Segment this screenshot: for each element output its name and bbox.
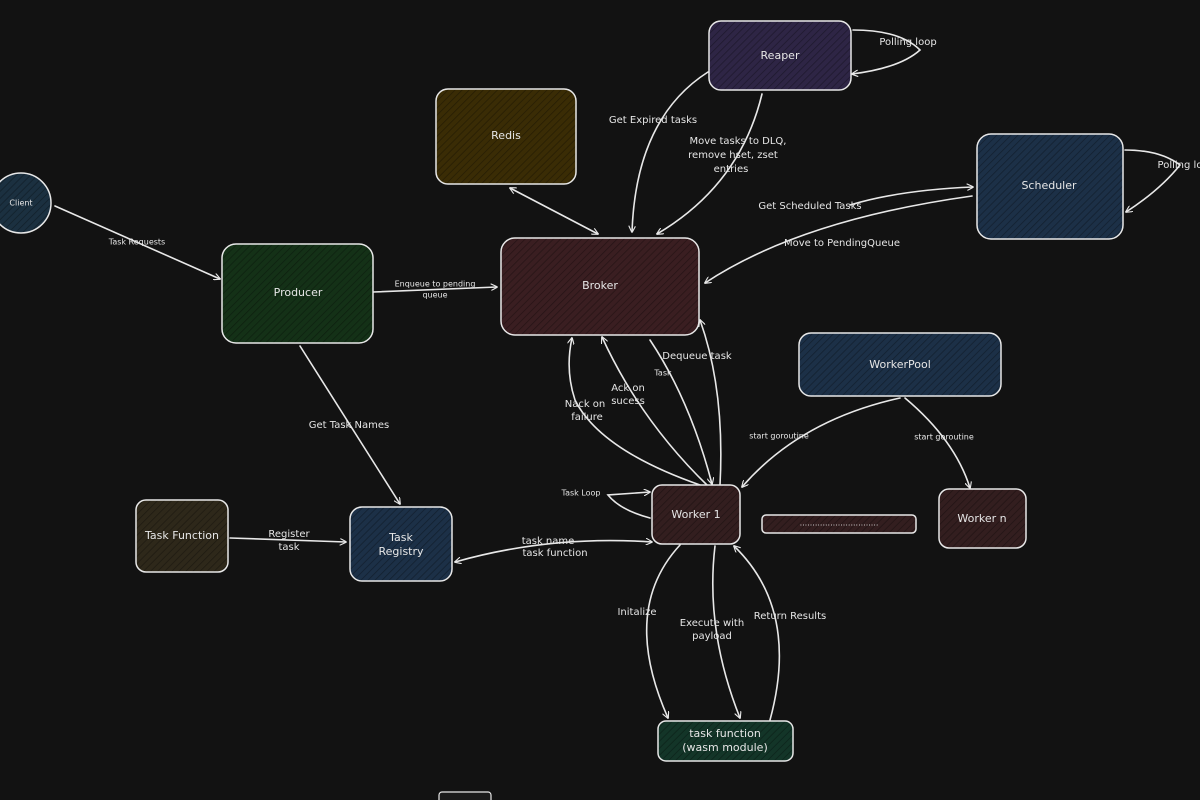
edges	[54, 29, 1182, 721]
edge-workerpool-worker1	[742, 397, 901, 487]
label-task-function: task function	[522, 548, 587, 559]
node-redis-label: Redis	[491, 129, 521, 142]
node-worker-1-label: Worker 1	[671, 508, 720, 521]
label-start-goroutine-n: start goroutine	[914, 433, 974, 442]
node-wasm-line2: (wasm module)	[682, 741, 768, 754]
node-reaper[interactable]: Reaper	[708, 20, 852, 91]
node-task-registry-line1: Task	[388, 531, 413, 544]
edge-client-producer	[54, 205, 220, 279]
edge-reaper-broker-dlq	[657, 93, 763, 234]
edge-scheduler-broker	[705, 195, 973, 283]
node-wasm-module[interactable]: task function (wasm module)	[657, 720, 794, 762]
node-broker-label: Broker	[582, 279, 618, 292]
label-execute-line2: payload	[692, 631, 732, 642]
node-ellipsis-label: ...............................	[800, 519, 879, 528]
edge-redis-broker	[510, 188, 598, 234]
node-redis[interactable]: Redis	[435, 88, 577, 185]
edge-broker-worker-task	[649, 339, 712, 484]
node-scheduler-label: Scheduler	[1021, 179, 1077, 192]
label-task-requests: Task Requests	[108, 238, 165, 247]
label-task-loop: Task Loop	[561, 489, 601, 498]
edge-producer-broker	[372, 287, 497, 293]
node-broker[interactable]: Broker	[500, 237, 700, 336]
label-return-results: Return Results	[754, 611, 826, 622]
edge-reaper-broker-expired	[632, 71, 709, 232]
node-client-label: Client	[9, 199, 32, 208]
node-task-registry[interactable]: Task Registry	[349, 506, 453, 582]
label-task: Task	[653, 369, 672, 378]
label-polling-scheduler: Polling lo	[1158, 160, 1200, 171]
edge-worker-nack	[569, 338, 701, 486]
node-worker-n-label: Worker n	[957, 512, 1006, 525]
label-start-goroutine-1: start goroutine	[749, 432, 809, 441]
label-register-line1: Register	[268, 529, 310, 540]
label-task-name: task name	[522, 536, 575, 547]
edge-labels: Task Requests Enqueue to pending queue G…	[108, 37, 1200, 642]
label-move-dlq-line1: Move tasks to DLQ,	[690, 136, 787, 147]
node-task-function-label: Task Function	[144, 529, 219, 542]
edge-producer-registry	[299, 345, 400, 504]
edge-taskfunction-registry	[229, 537, 346, 542]
label-ack-line2: sucess	[611, 396, 645, 407]
edge-wasm-return	[734, 546, 781, 721]
node-task-registry-line2: Registry	[378, 545, 424, 558]
label-enqueue-line1: Enqueue to pending	[395, 280, 476, 289]
node-scheduler[interactable]: Scheduler	[976, 133, 1124, 240]
edge-broker-scheduler	[849, 187, 973, 206]
edge-worker-ack	[602, 337, 709, 487]
edge-scheduler-polling-loop	[1124, 149, 1182, 212]
node-worker-1[interactable]: Worker 1	[651, 484, 741, 545]
label-execute-line1: Execute with	[680, 618, 744, 629]
edge-worker-execute	[711, 545, 740, 718]
label-initialize: Initalize	[617, 607, 656, 618]
label-get-task-names: Get Task Names	[309, 420, 389, 431]
label-ack-line1: Ack on	[611, 383, 645, 394]
label-get-scheduled: Get Scheduled Tasks	[758, 201, 861, 212]
label-register-line2: task	[278, 542, 299, 553]
edge-task-loop	[606, 492, 650, 519]
edge-worker-initialize	[645, 544, 681, 718]
label-dequeue-task: Dequeue task	[662, 351, 732, 362]
label-enqueue-line2: queue	[422, 291, 447, 300]
edge-worker-dequeue	[700, 320, 722, 486]
partial-element-bottom	[438, 791, 492, 800]
label-get-expired: Get Expired tasks	[609, 115, 697, 126]
label-move-pending: Move to PendingQueue	[784, 238, 900, 249]
node-producer[interactable]: Producer	[221, 243, 374, 344]
node-producer-label: Producer	[274, 286, 323, 299]
label-nack-line1: Nack on	[565, 399, 606, 410]
label-nack-line2: failure	[571, 412, 603, 423]
node-workerpool-label: WorkerPool	[869, 358, 931, 371]
node-wasm-line1: task function	[689, 727, 761, 740]
node-ellipsis: ...............................	[761, 514, 917, 534]
node-client[interactable]: Client	[0, 172, 52, 234]
edge-registry-worker	[455, 541, 652, 562]
edge-workerpool-workern	[904, 397, 970, 488]
node-workerpool[interactable]: WorkerPool	[798, 332, 1002, 397]
label-move-dlq-line3: entries	[714, 164, 749, 175]
label-move-dlq-line2: remove hset, zset	[688, 150, 778, 161]
edge-reaper-polling-loop	[852, 29, 922, 74]
node-task-function[interactable]: Task Function	[135, 499, 229, 573]
label-polling-reaper: Polling loop	[879, 37, 936, 48]
node-reaper-label: Reaper	[761, 49, 800, 62]
node-worker-n[interactable]: Worker n	[938, 488, 1027, 549]
